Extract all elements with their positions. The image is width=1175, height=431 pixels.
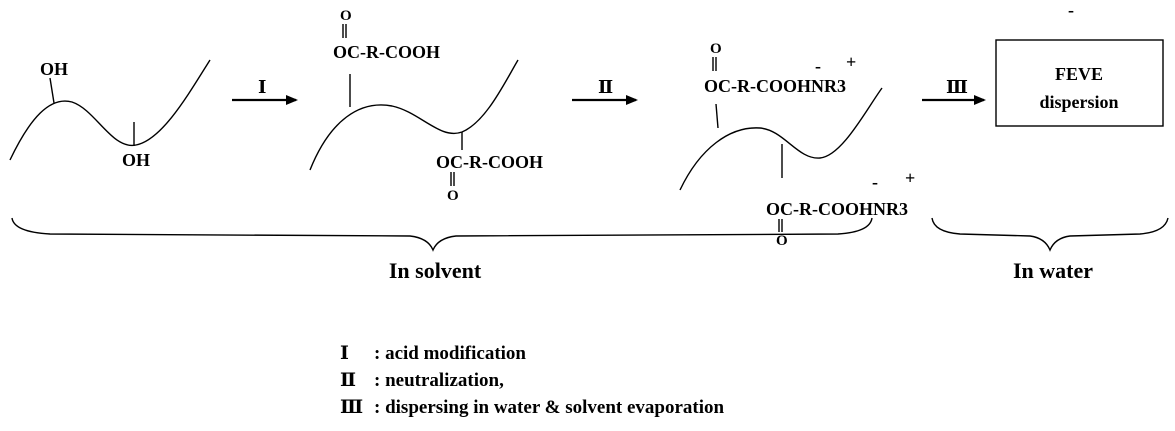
solvent-label: In solvent — [389, 258, 482, 283]
legend-numeral-2: Ⅱ — [340, 370, 357, 391]
reactant-molecule: OH OH — [9, 59, 211, 170]
intermediate-1-molecule: O OC-R-COOH OC-R-COOH O — [309, 8, 543, 204]
arrow-step-3: Ⅲ — [922, 77, 986, 105]
product-line-2: dispersion — [1039, 92, 1118, 112]
intermediate-2-minus-bottom: - — [872, 172, 878, 192]
intermediate-2-backbone — [679, 87, 883, 191]
legend-item-2: Ⅱ : neutralization, — [340, 367, 724, 394]
intermediate-2-top-bond — [715, 103, 719, 129]
product-box: - FEVE dispersion — [995, 0, 1164, 127]
step-legend: Ⅰ: acid modification Ⅱ: neutralization, … — [340, 340, 724, 421]
solvent-brace — [11, 217, 873, 252]
legend-text-3: : dispersing in water & solvent evaporat… — [374, 397, 725, 418]
intermediate-2-minus-top: - — [815, 56, 821, 76]
arrow-3-label: Ⅲ — [946, 77, 968, 97]
legend-numeral-3: Ⅲ — [340, 397, 364, 418]
arrow-2-label: Ⅱ — [598, 77, 613, 97]
intermediate-2-group-bottom: OC-R-COOHNR3 — [766, 199, 908, 219]
reactant-oh-top-bond — [49, 77, 55, 104]
intermediate-2-o-bottom: O — [776, 233, 788, 249]
legend-text-1: : acid modification — [374, 343, 526, 364]
product-line-1: FEVE — [1055, 64, 1103, 84]
arrow-step-2: Ⅱ — [572, 77, 638, 105]
intermediate-2-molecule: O - + OC-R-COOHNR3 - + OC-R-COOHNR3 O — [679, 41, 915, 249]
intermediate-2-plus-bottom: + — [905, 168, 915, 188]
legend-numeral-1: Ⅰ — [340, 343, 349, 364]
product-border — [995, 39, 1164, 127]
intermediate-1-group-top: OC-R-COOH — [333, 42, 440, 62]
intermediate-2-group-top: OC-R-COOHNR3 — [704, 76, 846, 96]
reactant-oh-top: OH — [40, 59, 68, 79]
arrow-step-1: Ⅰ — [232, 77, 298, 105]
intermediate-2-o-top: O — [710, 41, 722, 57]
legend-text-2: : neutralization, — [374, 370, 504, 391]
legend-item-3: Ⅲ : dispersing in water & solvent evapora… — [340, 394, 724, 421]
reactant-oh-bottom: OH — [122, 150, 150, 170]
intermediate-1-o-bottom: O — [447, 188, 459, 204]
reactant-backbone — [9, 59, 211, 161]
legend-item-1: Ⅰ : acid modification — [340, 340, 724, 367]
intermediate-2-plus-top: + — [846, 52, 856, 72]
water-brace — [931, 217, 1169, 252]
intermediate-1-group-bottom: OC-R-COOH — [436, 152, 543, 172]
arrow-1-label: Ⅰ — [258, 77, 266, 97]
product-charge: - — [1068, 0, 1074, 20]
intermediate-1-o-top: O — [340, 8, 352, 24]
intermediate-1-backbone — [309, 59, 519, 171]
water-label: In water — [1013, 258, 1093, 283]
